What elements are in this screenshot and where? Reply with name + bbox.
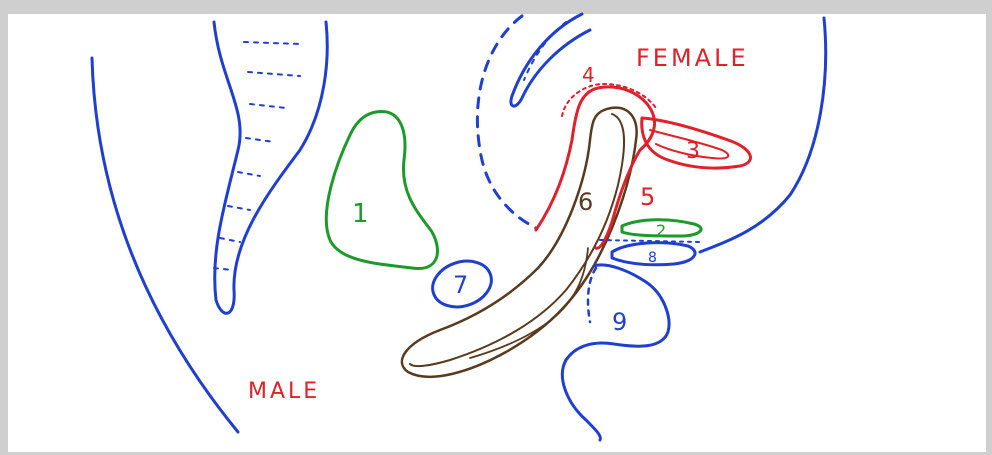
structure-9-dashed [588, 268, 596, 322]
label-2: 2 [656, 221, 666, 240]
label-male: MALE [248, 379, 320, 404]
structure-6-tail [470, 248, 588, 358]
structure-4-5-outline [536, 87, 655, 248]
rectum-outline [214, 22, 327, 313]
structure-8-dashed [600, 240, 700, 242]
structure-1-outline [326, 112, 437, 269]
label-7: 7 [453, 271, 468, 299]
label-5: 5 [640, 183, 655, 211]
label-1: 1 [352, 199, 369, 229]
label-female: FEMALE [636, 44, 749, 72]
label-3: 3 [686, 139, 700, 164]
label-8: 8 [648, 250, 657, 266]
label-9: 9 [612, 308, 627, 336]
label-6: 6 [578, 188, 593, 216]
label-4: 4 [582, 63, 595, 87]
peritoneal-dashed-line [477, 16, 536, 228]
